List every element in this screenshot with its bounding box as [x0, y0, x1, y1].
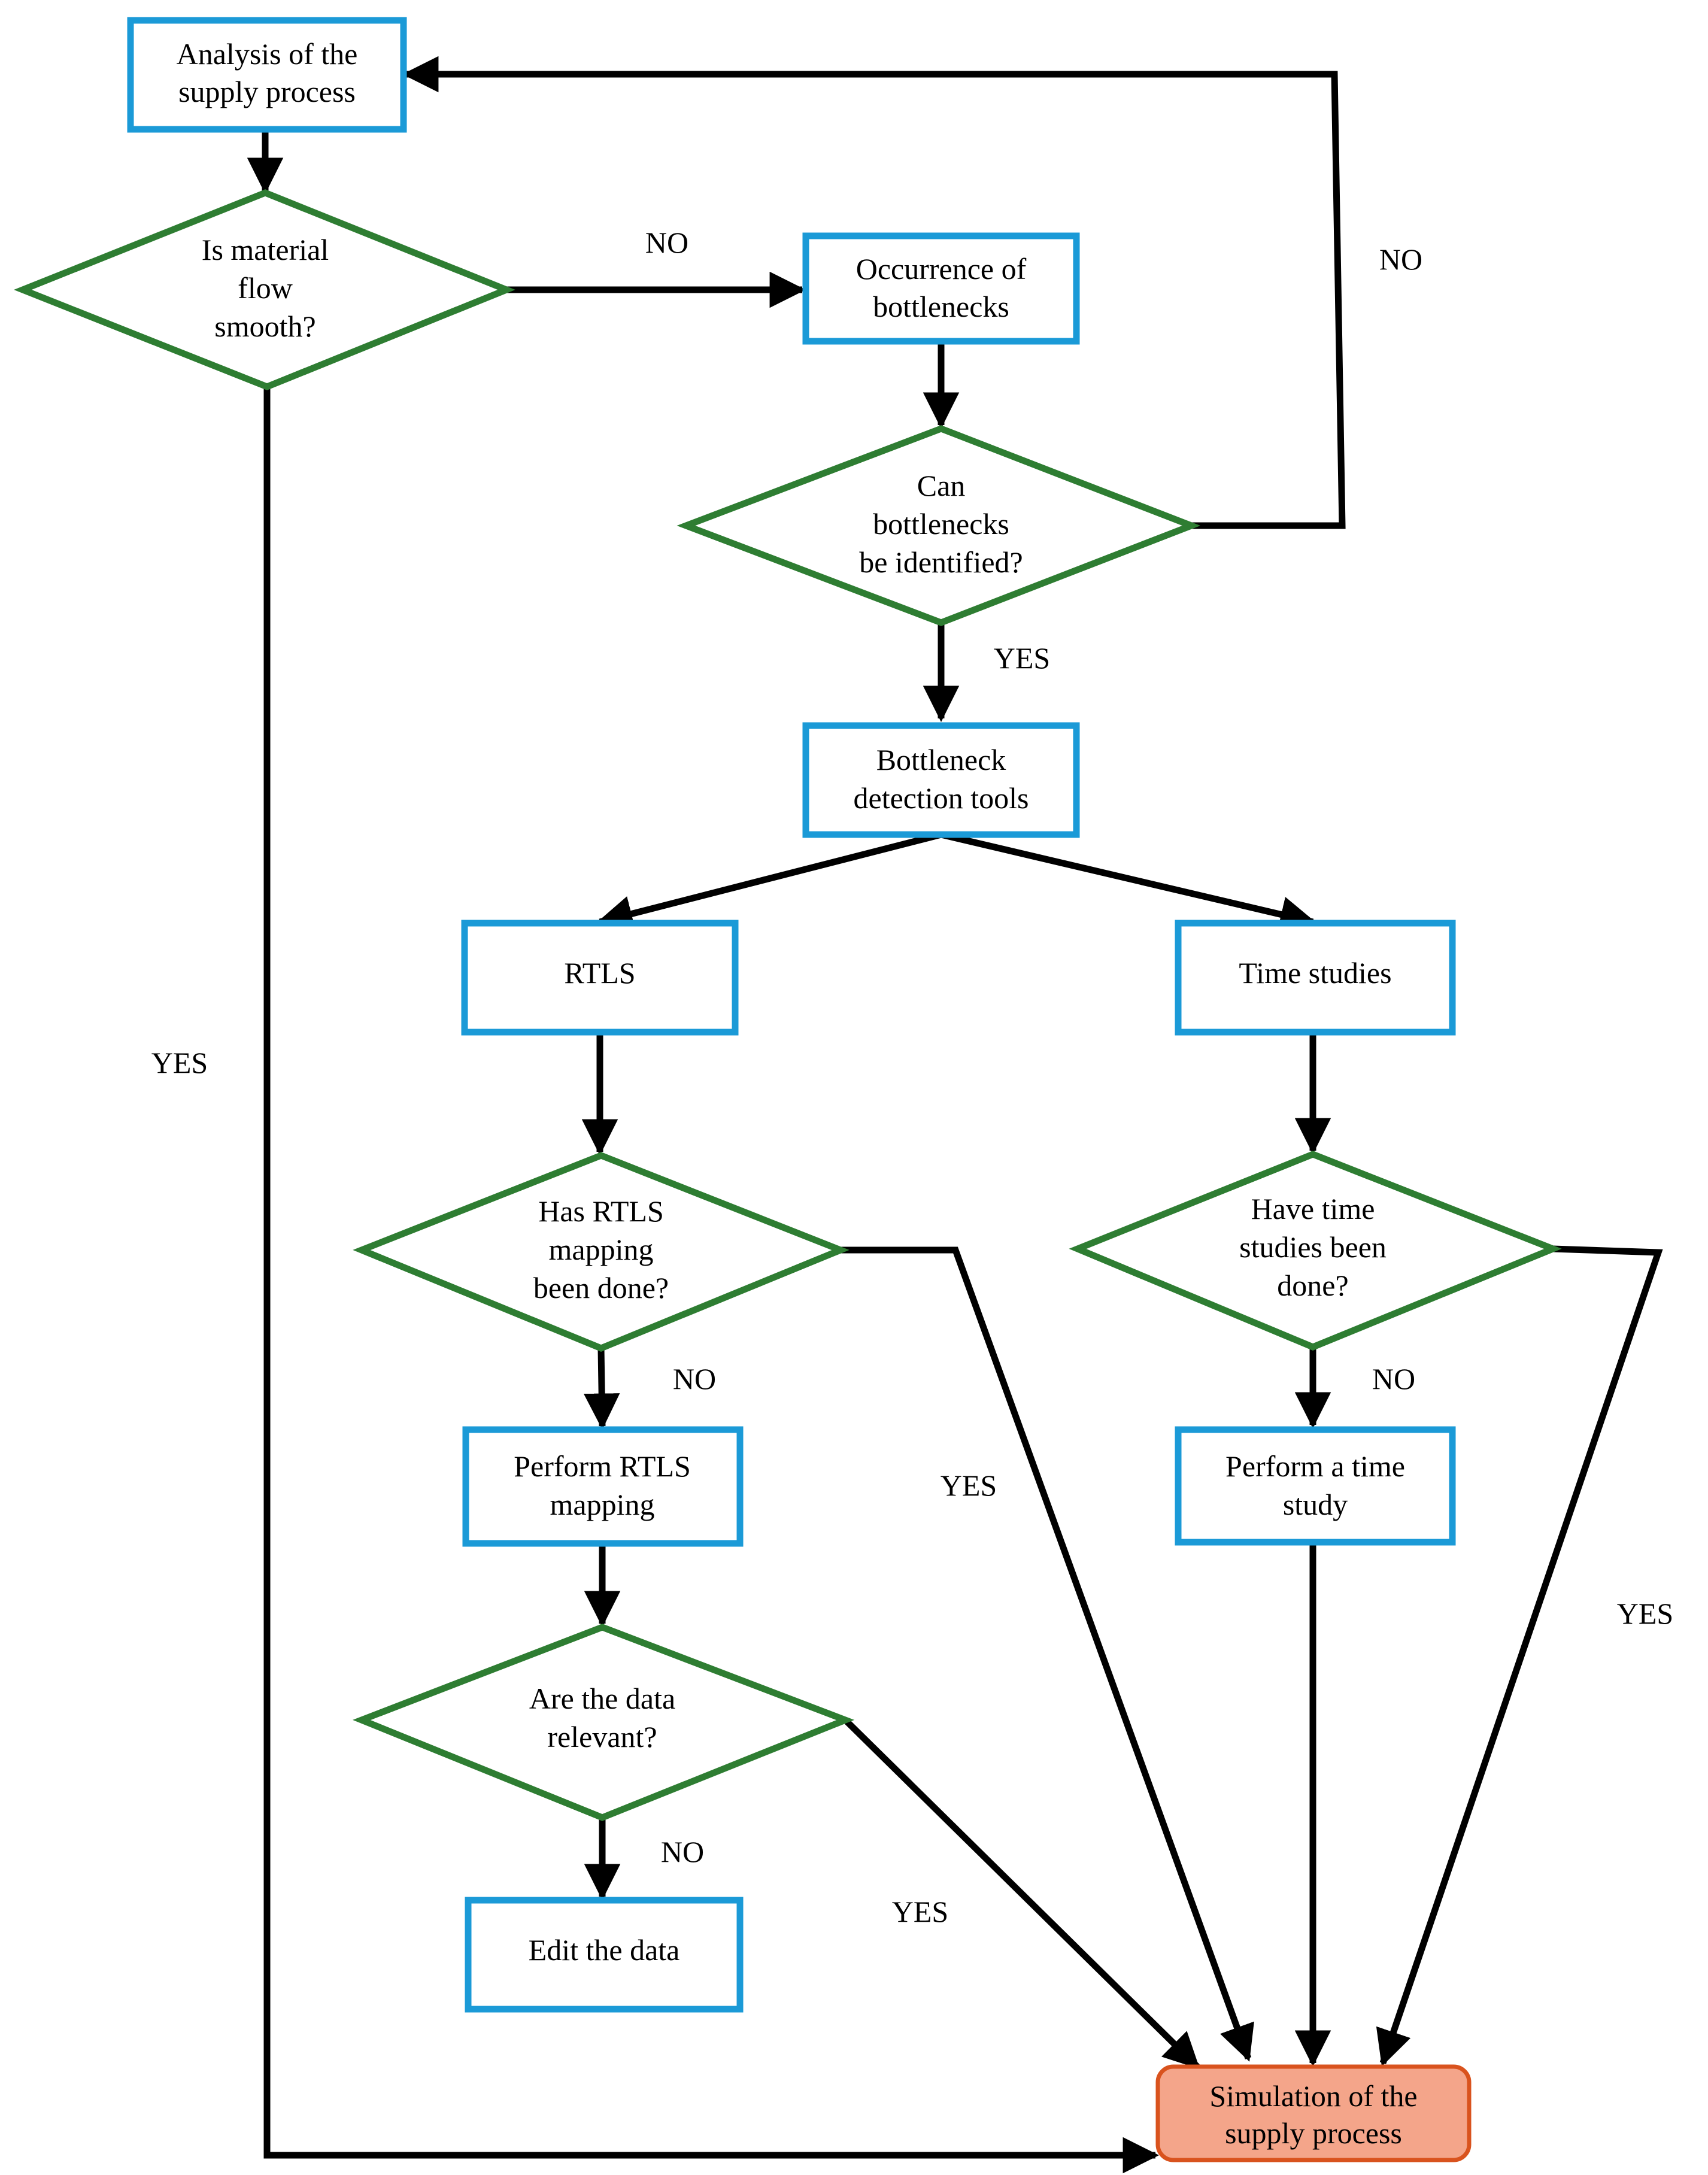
label-identify-yes: YES [994, 641, 1050, 675]
node-time-studies: Time studies [1175, 920, 1456, 1036]
node-time-done-line-2: studies been [1239, 1230, 1387, 1264]
node-rtls-done-line-1: Has RTLS [538, 1194, 664, 1228]
node-rtls-line-1: RTLS [564, 956, 635, 990]
node-occurrence-line-2: bottlenecks [873, 290, 1009, 323]
node-can-identify-line-3: be identified? [859, 545, 1023, 579]
label-relevant-no: NO [661, 1835, 704, 1868]
node-relevant-line-1: Are the data [529, 1682, 675, 1715]
label-smooth-yes: YES [151, 1046, 208, 1079]
node-edit: Edit the data [465, 1897, 744, 2013]
node-analysis: Analysis of the supply process [127, 17, 407, 133]
label-relevant-yes: YES [892, 1895, 948, 1928]
node-relevant-decision: Are the data relevant? [353, 1624, 855, 1821]
node-smooth-line-3: smooth? [214, 310, 315, 343]
node-analysis-line-1: Analysis of the [177, 37, 358, 71]
node-perform-rtls-line-1: Perform RTLS [514, 1449, 691, 1483]
node-simulation: Simulation of the supply process [1155, 2064, 1472, 2162]
node-tools-line-2: detection tools [854, 781, 1029, 815]
node-relevant-line-2: relevant? [547, 1720, 657, 1754]
node-can-identify-line-2: bottlenecks [873, 507, 1009, 541]
edge-relevant-yes-to-simulation [843, 1718, 1200, 2070]
node-time-done-line-1: Have time [1251, 1192, 1375, 1225]
node-perform-time-line-1: Perform a time [1225, 1449, 1405, 1483]
node-rtls: RTLS [461, 920, 739, 1036]
node-rtls-done-line-3: been done? [533, 1271, 669, 1305]
node-rtls-done-line-2: mapping [549, 1233, 654, 1266]
edge-can-identify-no-to-analysis [402, 56, 1346, 529]
node-rtls-done-decision: Has RTLS mapping been done? [353, 1152, 850, 1352]
label-rtls-done-no: NO [673, 1362, 716, 1396]
node-perform-time: Perform a time study [1175, 1426, 1456, 1546]
node-tools-line-1: Bottleneck [876, 743, 1006, 776]
edge-rtls-done-no-to-perform-rtls [583, 1348, 620, 1430]
label-identify-no: NO [1379, 242, 1422, 276]
node-perform-rtls: Perform RTLS mapping [462, 1426, 744, 1547]
edge-tools-to-time-studies [940, 831, 1316, 932]
node-edit-line-1: Edit the data [529, 1933, 680, 1967]
node-perform-time-line-2: study [1283, 1488, 1348, 1521]
label-smooth-no: NO [645, 226, 688, 259]
edge-tools-to-rtls [596, 831, 942, 932]
node-time-done-line-3: done? [1277, 1269, 1348, 1302]
node-can-identify-line-1: Can [917, 469, 966, 502]
node-perform-rtls-line-2: mapping [550, 1488, 655, 1521]
node-can-identify-decision: Can bottlenecks be identified? [676, 425, 1201, 626]
node-smooth-decision: Is material flow smooth? [14, 189, 515, 390]
node-simulation-line-2: supply process [1225, 2116, 1402, 2150]
edge-rtls-done-yes-to-simulation [841, 1246, 1254, 2062]
label-time-done-no: NO [1372, 1362, 1415, 1396]
label-rtls-done-yes: YES [941, 1469, 997, 1502]
node-smooth-line-1: Is material [202, 233, 329, 266]
node-simulation-line-1: Simulation of the [1209, 2079, 1417, 2113]
edge-smooth-yes-to-simulation [263, 387, 1160, 2174]
edge-labels: NO NO YES YES NO NO YES YES NO YES [151, 226, 1673, 1928]
node-occurrence: Occurrence of bottlenecks [802, 232, 1080, 345]
node-tools: Bottleneck detection tools [802, 722, 1080, 838]
node-time-done-decision: Have time studies been done? [1069, 1151, 1562, 1351]
node-smooth-line-2: flow [238, 271, 293, 305]
label-time-done-yes: YES [1617, 1597, 1673, 1630]
edges [247, 56, 1663, 2174]
node-occurrence-line-1: Occurrence of [856, 252, 1027, 286]
edge-time-done-yes-to-simulation [1376, 1245, 1663, 2067]
node-time-studies-line-1: Time studies [1239, 956, 1391, 990]
node-analysis-line-2: supply process [178, 75, 356, 108]
